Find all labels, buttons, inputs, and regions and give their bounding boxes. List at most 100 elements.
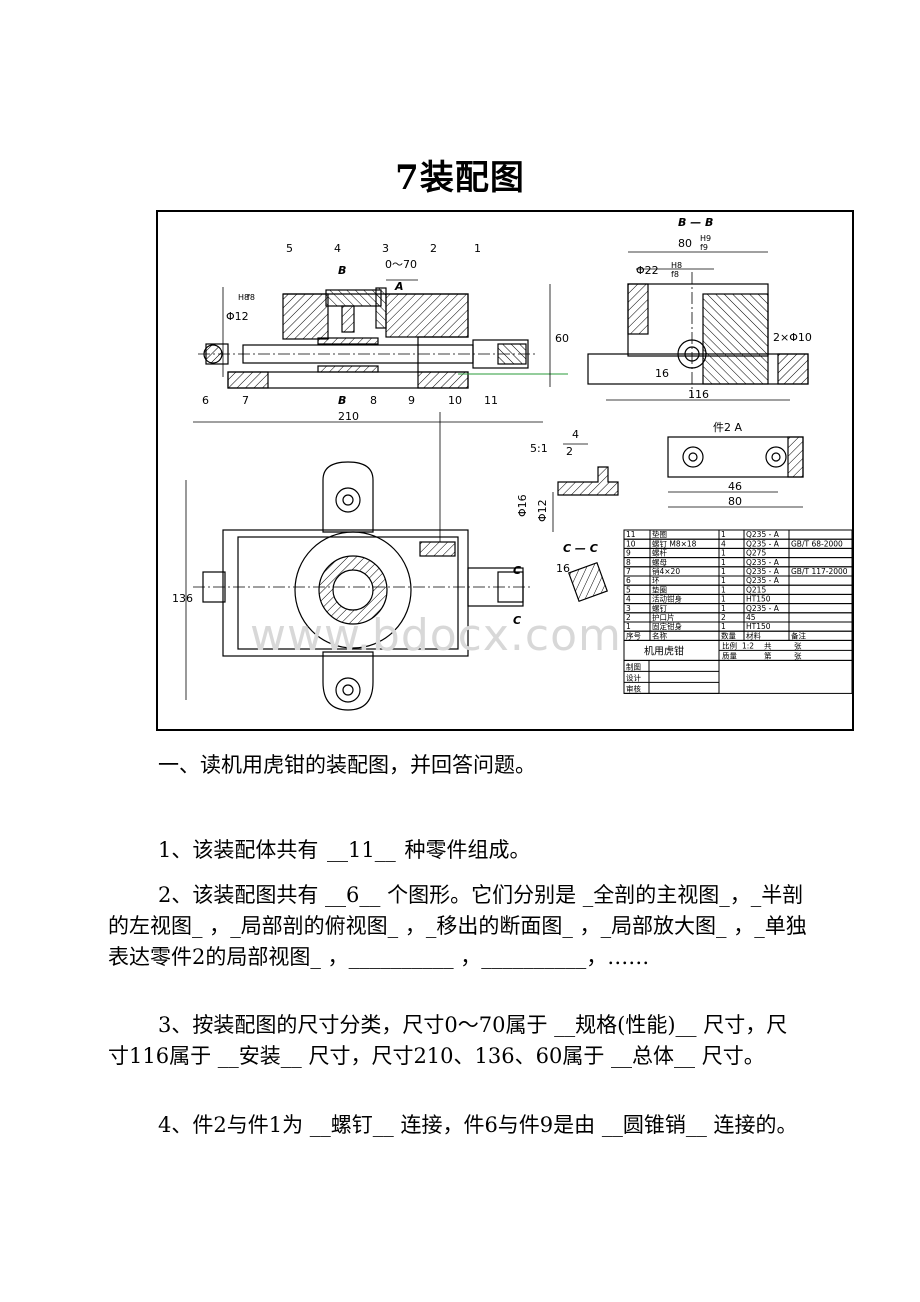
drawing-labels: B — B 80 H9 f9 Φ22 H8 f8 0～70 60 16 116 … [172, 216, 812, 627]
bom-cell: 1 [721, 595, 726, 604]
bom-cell: 45 [746, 613, 756, 622]
balloon-4: 4 [334, 242, 341, 255]
answer-2-count: __6__ [325, 883, 381, 907]
balloon-1: 1 [474, 242, 481, 255]
sign-block [623, 659, 852, 694]
bom-cell: 名称 [652, 630, 667, 640]
dim-16: 16 [655, 367, 669, 380]
balloon-3: 3 [382, 242, 389, 255]
balloon-6: 6 [202, 394, 209, 407]
scale-label: 比例 [722, 640, 737, 650]
dim-80: 80 [678, 237, 692, 250]
answer-3-spec: __规格(性能)__ [554, 1013, 697, 1037]
balloon-11: 11 [484, 394, 498, 407]
balloon-9: 9 [408, 394, 415, 407]
fit-22-h: H8 [671, 261, 682, 270]
bom-cell: 1 [626, 622, 631, 631]
detail-scale: 5:1 [530, 442, 548, 455]
sheet-label: 第 [764, 650, 772, 660]
bom-cell: 螺钉 M8×18 [652, 538, 697, 548]
sign-label: 设计 [626, 672, 641, 682]
title-block-name: 机用虎钳 [644, 644, 684, 657]
bom-cell: HT150 [746, 622, 771, 631]
question-1: 1、该装配体共有 __11__ 种零件组成。 [158, 838, 531, 862]
bom-cell: 11 [626, 530, 636, 539]
dim-phi12b: Φ12 [536, 499, 549, 522]
top-view [185, 412, 533, 711]
section-bb-label: B — B [678, 216, 713, 229]
bom-cell: 4 [626, 595, 631, 604]
dim-136: 136 [172, 592, 193, 605]
sign-label: 审核 [626, 683, 641, 693]
label-a: A [394, 280, 404, 293]
dim-phi22: Φ22 [636, 264, 659, 277]
sheet-unit: 张 [794, 641, 802, 650]
bom-cell: 序号 [626, 630, 641, 640]
bom-cell: 7 [626, 567, 631, 576]
fit-12-h: H8 [238, 293, 249, 302]
fit-80-h: H9 [700, 234, 711, 243]
answer-3-overall: __总体__ [611, 1044, 696, 1068]
bom-cell: 10 [626, 539, 636, 548]
bom-cell: 活动钳身 [652, 594, 682, 604]
section-cc [568, 562, 608, 602]
bom-cell: 材料 [746, 630, 761, 640]
bom-cell: 1 [721, 604, 726, 613]
fit-12-f: f8 [247, 293, 255, 302]
bom-cell: 备注 [791, 630, 806, 640]
answer-1: __11__ [327, 838, 396, 862]
bom-cell: Q235 - A [746, 604, 780, 613]
dim-2phi10: 2×Φ10 [773, 331, 812, 344]
balloon-8: 8 [370, 394, 377, 407]
bom-cell: Q235 - A [746, 558, 780, 567]
bom-cell: 6 [626, 576, 631, 585]
bom-cell: Q275 [746, 549, 766, 558]
question-2: 2、该装配图共有 __6__ 个图形。它们分别是 _全剖的主视图_，_半剖的左视… [108, 883, 807, 969]
question-3: 3、按装配图的尺寸分类，尺寸0～70属于 __规格(性能)__ 尺寸，尺寸116… [108, 1013, 788, 1068]
front-view [193, 279, 568, 423]
dim-116: 116 [688, 388, 709, 401]
bom-cell: 数量 [721, 630, 736, 640]
bom-cell: 螺钉 [652, 603, 667, 613]
balloon-2: 2 [430, 242, 437, 255]
part2-view-label: 件2 A [713, 421, 742, 434]
bom-cell: GB/T 68-2000 [791, 539, 843, 548]
bom-cell: Q235 - A [746, 576, 780, 585]
answer-3-install: __安装__ [217, 1044, 302, 1068]
bom-cell: 固定钳身 [652, 621, 682, 631]
answer-4-pin: __圆锥销__ [601, 1113, 707, 1137]
bom-cell: Q235 - A [746, 567, 780, 576]
dim-46: 46 [728, 480, 742, 493]
total-label: 共 [764, 641, 772, 650]
bom-cell: Q235 - A [746, 530, 780, 539]
part2-view [667, 436, 804, 508]
watermark: www.bdocx.com [250, 610, 622, 661]
dim-60: 60 [555, 332, 569, 345]
sheet-unit-2: 张 [794, 651, 802, 660]
bom-cell: 垫圈 [652, 584, 667, 594]
bom-cell: 环 [652, 576, 660, 585]
label-c-top: C [513, 564, 521, 577]
dim-phi12: Φ12 [226, 310, 249, 323]
bom-cell: Q215 [746, 585, 766, 594]
bom-cell: 8 [626, 558, 631, 567]
bom-cell: GB/T 117-2000 [791, 567, 848, 576]
balloon-5: 5 [286, 242, 293, 255]
section-cc-label: C — C [563, 542, 598, 555]
sign-label: 制图 [626, 661, 641, 671]
fit-80-f: f9 [700, 243, 708, 252]
label-b-bottom: B [338, 394, 346, 407]
dim-2: 2 [566, 445, 573, 458]
answer-4-screw: __螺钉__ [309, 1113, 394, 1137]
bom-cell: 1 [721, 530, 726, 539]
side-view-bb [587, 251, 809, 401]
dim-phi16: Φ16 [516, 494, 529, 517]
intro-text: 一、读机用虎钳的装配图，并回答问题。 [158, 753, 536, 777]
dim-16b: 16 [556, 562, 570, 575]
bom-cell: 螺杆 [652, 548, 667, 558]
label-b-top: B [338, 264, 346, 277]
balloon-10: 10 [448, 394, 462, 407]
bom-cell: 1 [721, 549, 726, 558]
